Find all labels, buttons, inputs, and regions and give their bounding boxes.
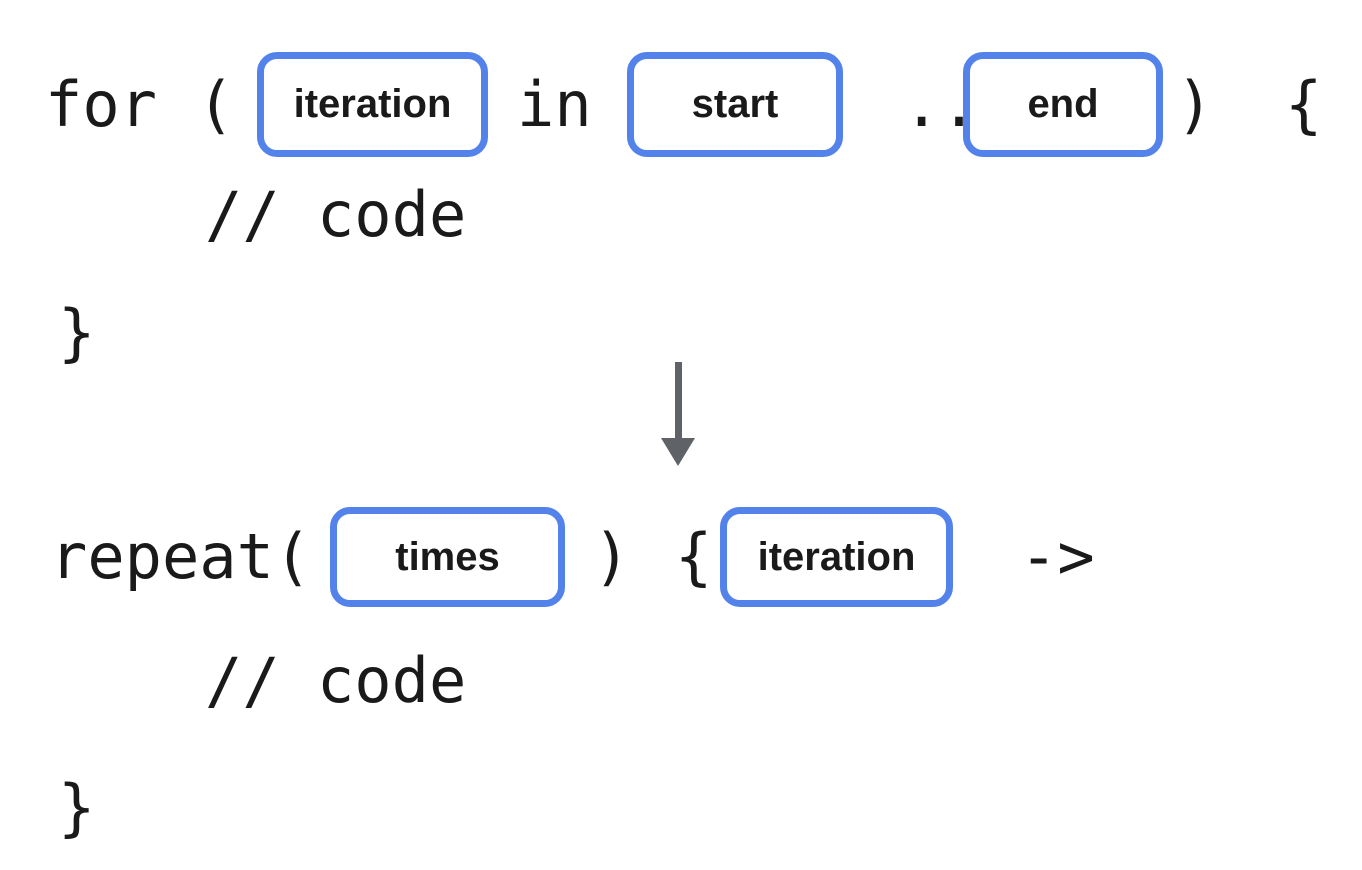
code-comment: // code [205,644,467,717]
slot-times: times [330,507,565,607]
slot-start: start [627,52,843,157]
open-paren: ( [197,68,235,141]
close-brace: } [58,771,96,844]
lambda-arrow: -> [1020,520,1095,593]
keyword-in: in [517,68,592,141]
open-brace: { [1285,68,1323,141]
close-paren: ) [593,520,631,593]
open-brace: { [675,520,713,593]
slot-iteration-label: iteration [757,534,916,579]
slot-end: end [963,52,1163,157]
down-arrow-head [661,438,695,466]
slot-start-label: start [691,82,779,126]
close-paren: ) [1176,68,1214,141]
code-comment: // code [205,178,467,251]
close-brace: } [58,296,96,369]
keyword-repeat: repeat( [50,520,312,593]
down-arrow-shaft [675,362,682,439]
slot-end-label: end [1027,82,1099,126]
slot-times-label: times [395,534,500,579]
slot-iteration: iteration [257,52,488,157]
slot-iteration-label: iteration [293,82,452,126]
keyword-for: for [45,68,157,141]
slot-iteration: iteration [720,507,953,607]
